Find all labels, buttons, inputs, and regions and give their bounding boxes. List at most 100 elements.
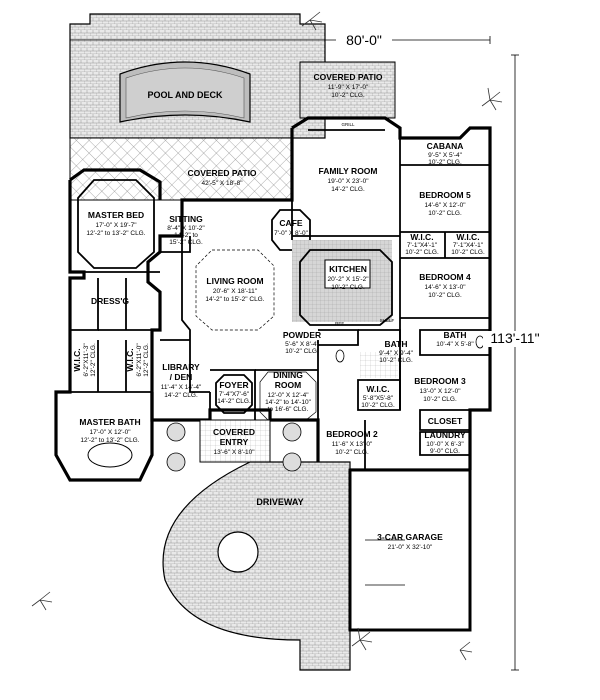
bedroom5-clg: 10'-2" CLG. [428, 210, 462, 217]
kitchen-name: KITCHEN [329, 264, 367, 274]
wic-bed2-dim: 5'-8"X5'-8" [363, 395, 394, 402]
bedroom4-name: BEDROOM 4 [419, 272, 471, 282]
bedroom5-name: BEDROOM 5 [419, 190, 471, 200]
sitting-dim: 8'-4" X 10'-2" [167, 225, 205, 232]
foyer-clg: 14'-2" CLG. [217, 398, 251, 405]
garage-name: 3-CAR GARAGE [377, 532, 443, 542]
sitting-name: SITTING [169, 214, 203, 224]
covered-patio-main-name: COVERED PATIO [187, 168, 256, 178]
wic-right-bed-dim: 7'-1"X4'-1" [453, 242, 484, 249]
driveway-fountain [217, 531, 259, 573]
bath-center-tile [360, 352, 398, 378]
dining-name: DINING [273, 370, 303, 380]
family-room-dim: 19'-0" X 23'-0" [327, 178, 369, 185]
master-bath-clg: 12'-2" to 13'-2" CLG. [80, 437, 139, 444]
wic-master-right-clg: 12'-2" CLG. [143, 343, 150, 377]
covered-patio-top-clg: 10'-2" CLG. [331, 92, 365, 99]
wic-master-right-name: W.I.C. [125, 348, 135, 371]
driveway-label: DRIVEWAY [256, 497, 303, 507]
bedroom5-dim: 14'-6" X 12'-0" [424, 202, 466, 209]
shelf-label: SHELF [380, 318, 395, 323]
cabana-name: CABANA [427, 141, 464, 151]
wic-master-left-dim: 6'-2"X11'-3" [83, 343, 90, 377]
bath-right-name: BATH [444, 330, 467, 340]
exterior-walls [54, 116, 492, 482]
living-room-clg: 14'-2" to 15'-2" CLG. [205, 296, 264, 303]
garage-dim: 21'-0" X 32'-10" [388, 544, 433, 551]
master-bath-dim: 17'-0" X 12'-0" [89, 429, 131, 436]
library-name2: / DEN [170, 372, 193, 382]
kitchen-dim: 20'-2" X 15'-2" [327, 276, 369, 283]
bath-center-dim: 9'-4" X 9'-4" [379, 350, 414, 357]
library-dim: 11'-4" X 14'-4" [161, 384, 202, 391]
bedroom4-dim: 14'-6" X 13'-0" [424, 284, 466, 291]
master-bed-clg: 12'-2" to 13'-2" CLG. [86, 230, 145, 237]
closet-name: CLOSET [428, 416, 463, 426]
dining-clg1: 14'-2" to 14'-10" [265, 399, 311, 406]
family-room-name: FAMILY ROOM [318, 166, 377, 176]
foyer-name: FOYER [219, 380, 248, 390]
covered-patio-top-dim: 11'-9" X 17'-0" [328, 84, 369, 91]
kitchen-clg: 10'-2" CLG. [331, 284, 365, 291]
covered-patio-main-dim: 42'-5" X 18'-8" [201, 180, 243, 187]
bedroom3-clg: 10'-2" CLG. [423, 396, 457, 403]
overall-width-line [69, 33, 491, 47]
wic-left-bed-dim: 7'-1"X4'-1" [407, 242, 438, 249]
wic-master-right-dim: 6'-2"X11'-0" [136, 343, 143, 377]
laundry-clg: 9'-0" CLG. [430, 448, 460, 455]
ref-label: REF. [335, 321, 345, 326]
covered-entry-name: COVERED [213, 427, 255, 437]
driveway-area [162, 461, 351, 671]
bedroom2-name: BEDROOM 2 [326, 429, 378, 439]
sitting-clg1: 14'-2" to [174, 232, 198, 239]
laundry-name: LAUNDRY [424, 430, 466, 440]
covered-entry-dim: 13'-6" X 8'-10" [213, 449, 255, 456]
bath-right-dim: 10'-4" X 5'-8" [436, 341, 474, 348]
bedroom2-clg: 10'-2" CLG. [335, 449, 369, 456]
covered-entry-name2: ENTRY [220, 437, 249, 447]
garage-area [348, 468, 472, 632]
cabana-clg: 10'-2" CLG. [428, 159, 462, 166]
wic-right-bed-clg: 10'-2" CLG. [451, 249, 485, 256]
bedroom2-dim: 11'-6" X 13'-0" [332, 441, 373, 448]
powder-name: POWDER [283, 330, 321, 340]
bedroom4-clg: 10'-2" CLG. [428, 292, 462, 299]
covered-entry-area [199, 419, 271, 463]
overall-depth-label: 113'-11" [490, 330, 539, 346]
powder-toilet [335, 349, 345, 363]
bath-center-name: BATH [385, 339, 408, 349]
grill-label: GRILL [341, 122, 355, 127]
living-room-name: LIVING ROOM [206, 276, 263, 286]
cafe-dim: 7'-0" X 8'-0" [274, 230, 309, 237]
wic-master-left-clg: 12'-2" CLG. [90, 343, 97, 377]
cafe-name: CAFE [279, 218, 302, 228]
wic-left-bed-clg: 10'-2" CLG. [405, 249, 439, 256]
wic-right-bed-name: W.I.C. [456, 232, 479, 242]
wic-bed2-clg: 10'-2" CLG. [361, 402, 395, 409]
wic-left-bed-name: W.I.C. [410, 232, 433, 242]
sitting-clg2: 15'-2" CLG. [169, 239, 203, 246]
master-bed-name: MASTER BED [88, 210, 144, 220]
dining-name2: ROOM [275, 380, 301, 390]
wic-bed2-name: W.I.C. [366, 384, 389, 394]
pool-deck [69, 13, 326, 139]
master-bath-name: MASTER BATH [79, 417, 140, 427]
dining-dim: 12'-0" X 12'-4" [267, 392, 309, 399]
powder-dim: 5'-6" X 8'-4" [285, 341, 320, 348]
kitchen-island [324, 259, 371, 289]
laundry-dim: 10'-0" X 6'-3" [426, 441, 464, 448]
overall-width-label: 80'-0" [346, 32, 382, 48]
wic-master-left-name: W.I.C. [72, 348, 82, 371]
bath-center-clg: 10'-2" CLG. [379, 357, 413, 364]
master-bath-tub [87, 442, 133, 468]
pool-label: POOL AND DECK [147, 90, 223, 100]
foyer-dim: 7'-4"X7'-6" [219, 391, 250, 398]
covered-patio-top-area [299, 61, 396, 119]
dining-clg2: to 16'-6" CLG. [268, 406, 309, 413]
bath-toilet [475, 335, 485, 349]
overall-depth-line [483, 54, 549, 671]
bedroom3-dim: 13'-0" X 12'-0" [419, 388, 461, 395]
master-bed-dim: 17'-0" X 19'-7" [95, 222, 137, 229]
covered-patio-top-name: COVERED PATIO [313, 72, 382, 82]
powder-clg: 10'-2" CLG. [285, 348, 319, 355]
